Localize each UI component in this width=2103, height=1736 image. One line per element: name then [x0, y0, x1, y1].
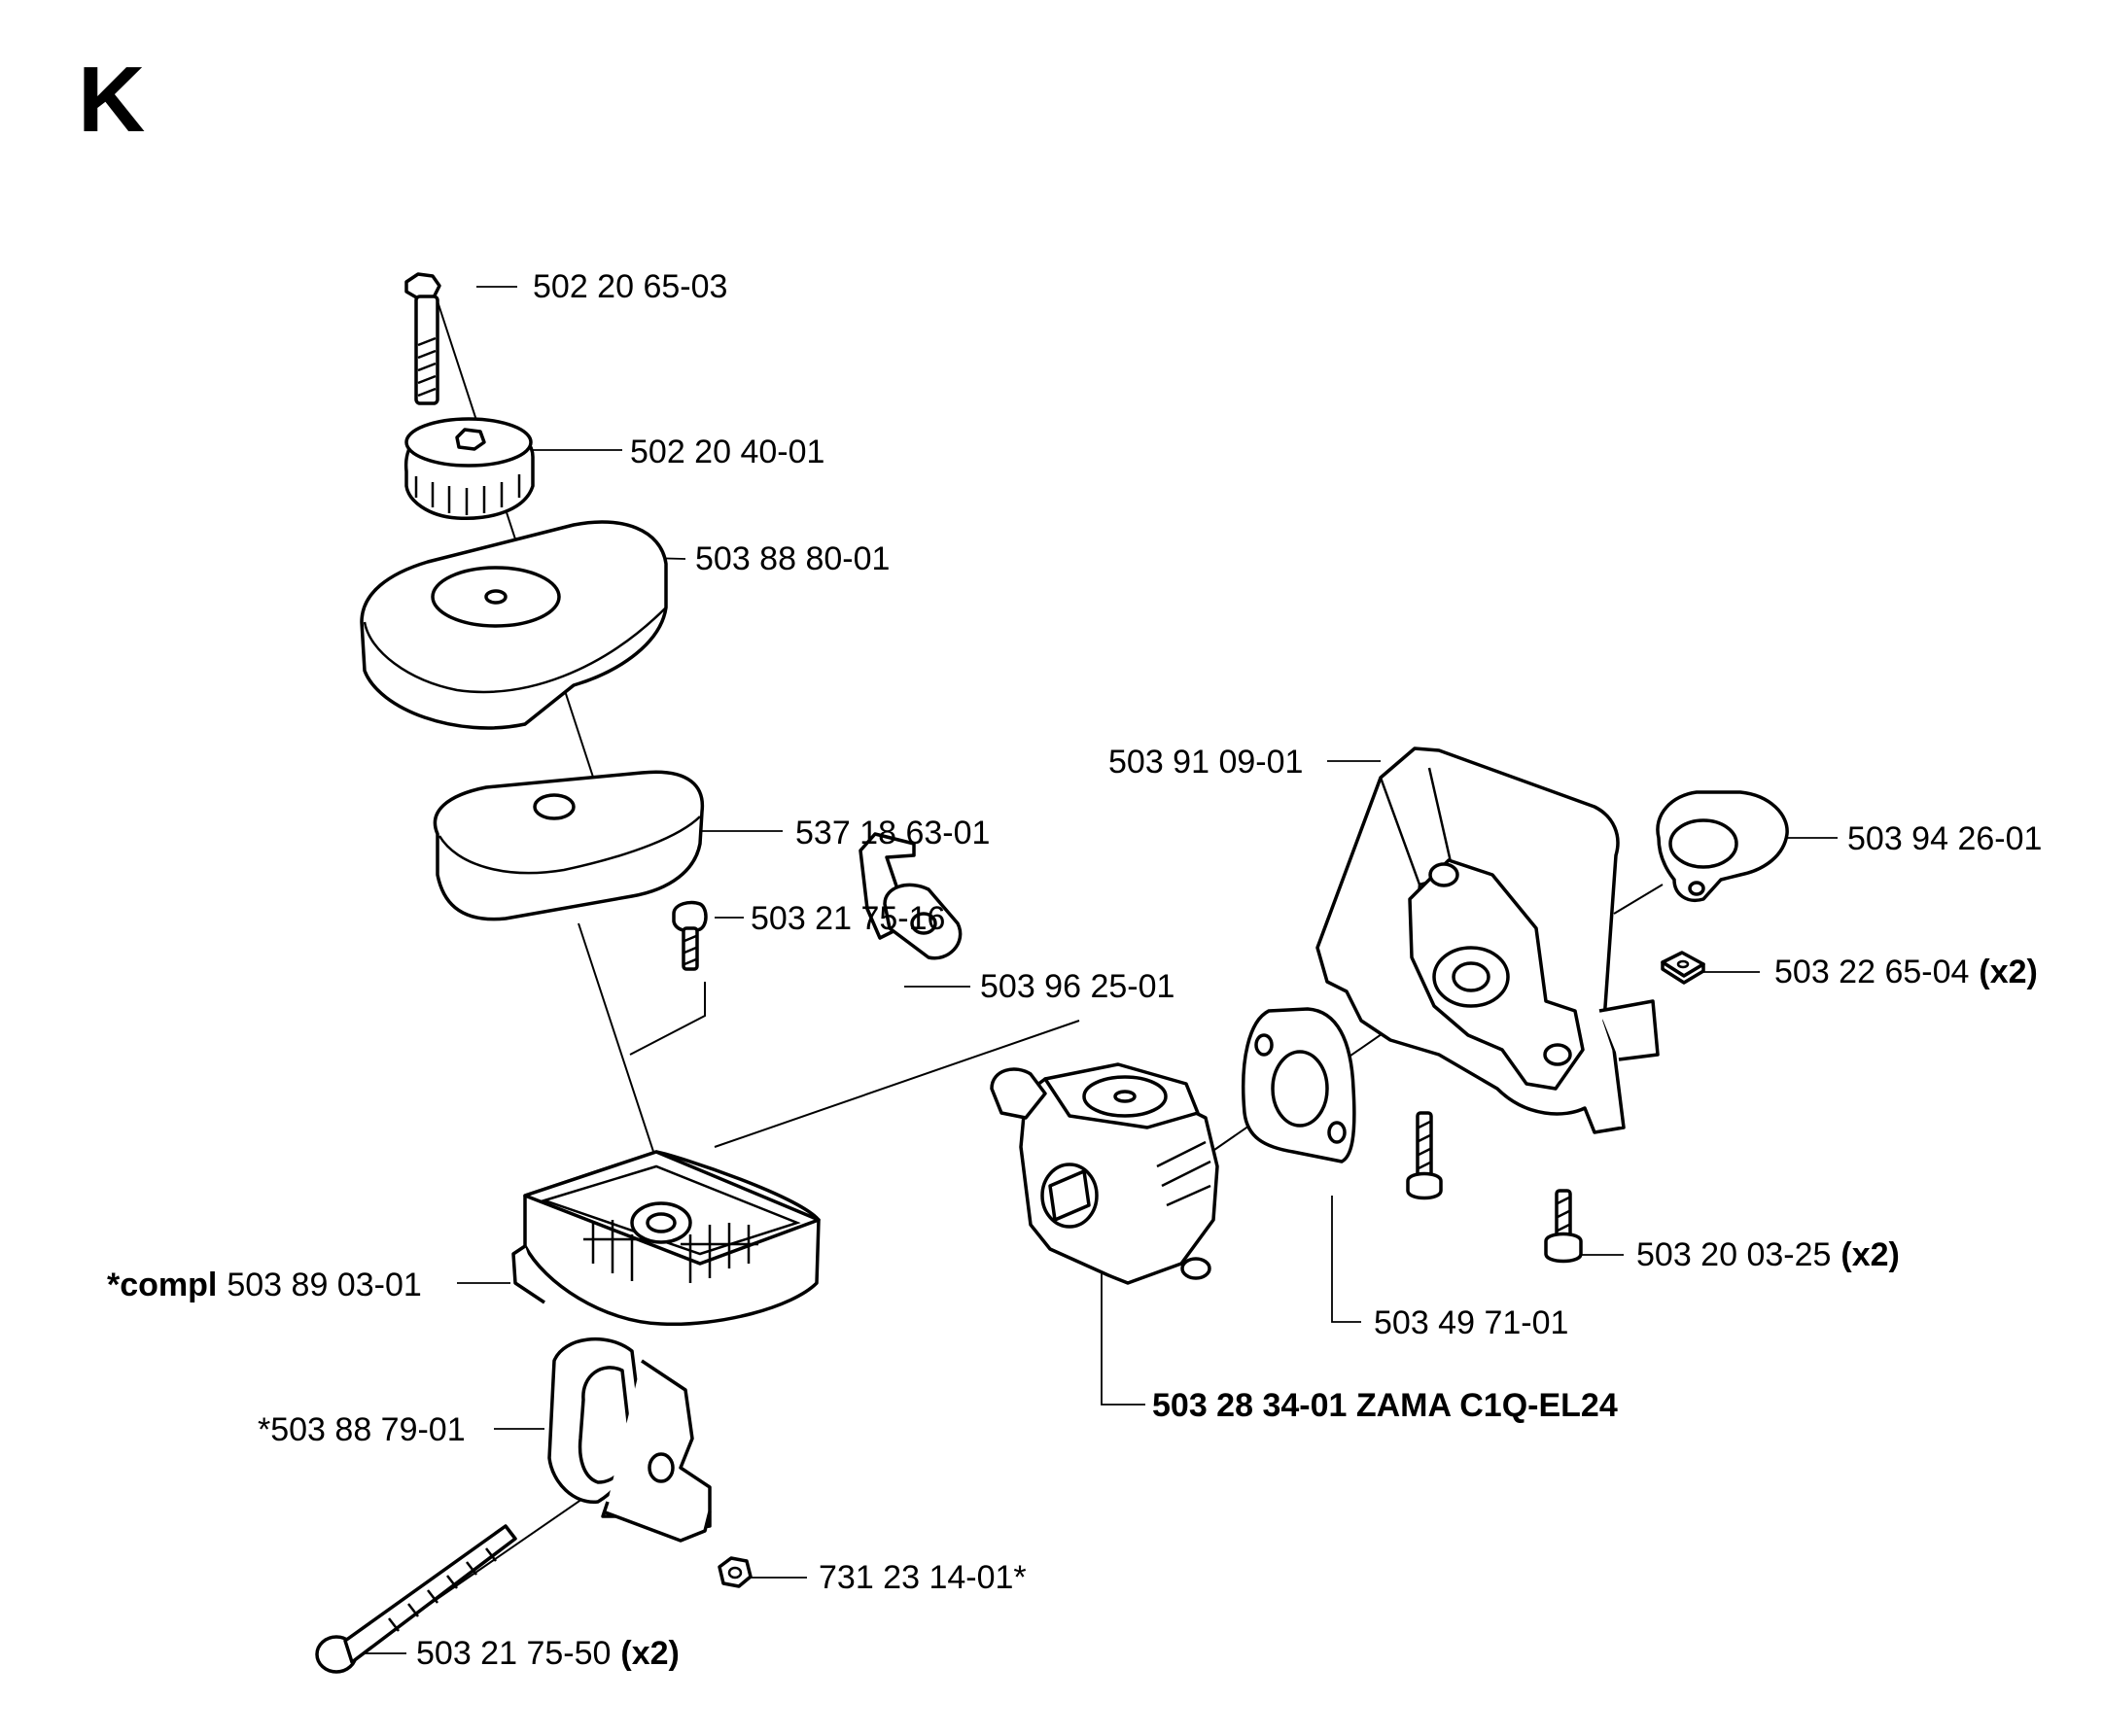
label-housing: *compl 503 89 03-01 — [107, 1267, 422, 1303]
label-carburetor: 503 28 34-01 ZAMA C1Q-EL24 — [1152, 1387, 1618, 1424]
filter-housing-part — [511, 1150, 821, 1327]
choke-lever-part — [859, 832, 963, 960]
label-long-screw: 503 21 75-50(x2) — [416, 1635, 680, 1672]
label-long-screw-qty: (x2) — [620, 1635, 679, 1672]
label-bolt: 503 20 03-25(x2) — [1636, 1236, 1900, 1273]
label-knob: 502 20 40-01 — [630, 434, 824, 470]
label-bolt-number: 503 20 03-25 — [1636, 1236, 1831, 1273]
grip-part — [547, 1337, 712, 1543]
label-housing-number: 503 89 03-01 — [227, 1267, 421, 1303]
label-square-nut-number: 503 22 65-04 — [1774, 954, 1969, 990]
carburetor-part — [990, 1062, 1219, 1285]
label-square-nut: 503 22 65-04 (x2) — [1774, 954, 2038, 990]
section-letter: K — [78, 48, 145, 152]
top-screw-part — [404, 272, 441, 405]
label-square-nut-qty: (x2) — [1979, 954, 2037, 990]
label-gasket: 503 49 71-01 — [1374, 1304, 1568, 1341]
leader-lines — [365, 286, 1838, 1654]
label-filter: 537 18 63-01 — [795, 815, 990, 851]
label-screw-top: 502 20 65-03 — [533, 268, 727, 305]
air-filter-part — [433, 770, 705, 921]
label-housing-prefix: *compl — [107, 1267, 217, 1303]
filter-cover-part — [360, 520, 668, 730]
label-cover: 503 88 80-01 — [695, 540, 890, 577]
square-nut-part — [1661, 951, 1705, 985]
label-lever: 503 96 25-01 — [980, 968, 1174, 1005]
label-screw-small: 503 21 75-16 — [751, 900, 945, 937]
nut-part — [718, 1556, 753, 1588]
label-bolt-qty: (x2) — [1840, 1236, 1899, 1273]
label-boot: 503 94 26-01 — [1847, 820, 2042, 857]
bracket-bolts-part — [1406, 1111, 1583, 1264]
bracket-part — [1315, 746, 1660, 1134]
small-screw-part — [672, 900, 708, 971]
knob-part — [403, 417, 535, 520]
boot-part — [1656, 790, 1789, 902]
label-nut: 731 23 14-01* — [819, 1559, 1027, 1596]
long-screw-part — [315, 1524, 517, 1674]
gasket-part — [1241, 1007, 1356, 1163]
part-labels: 502 20 65-03 502 20 40-01 503 88 80-01 5… — [107, 268, 2042, 1672]
label-grip: *503 88 79-01 — [258, 1411, 466, 1448]
label-bracket: 503 91 09-01 — [1108, 744, 1303, 781]
label-long-screw-number: 503 21 75-50 — [416, 1635, 611, 1672]
